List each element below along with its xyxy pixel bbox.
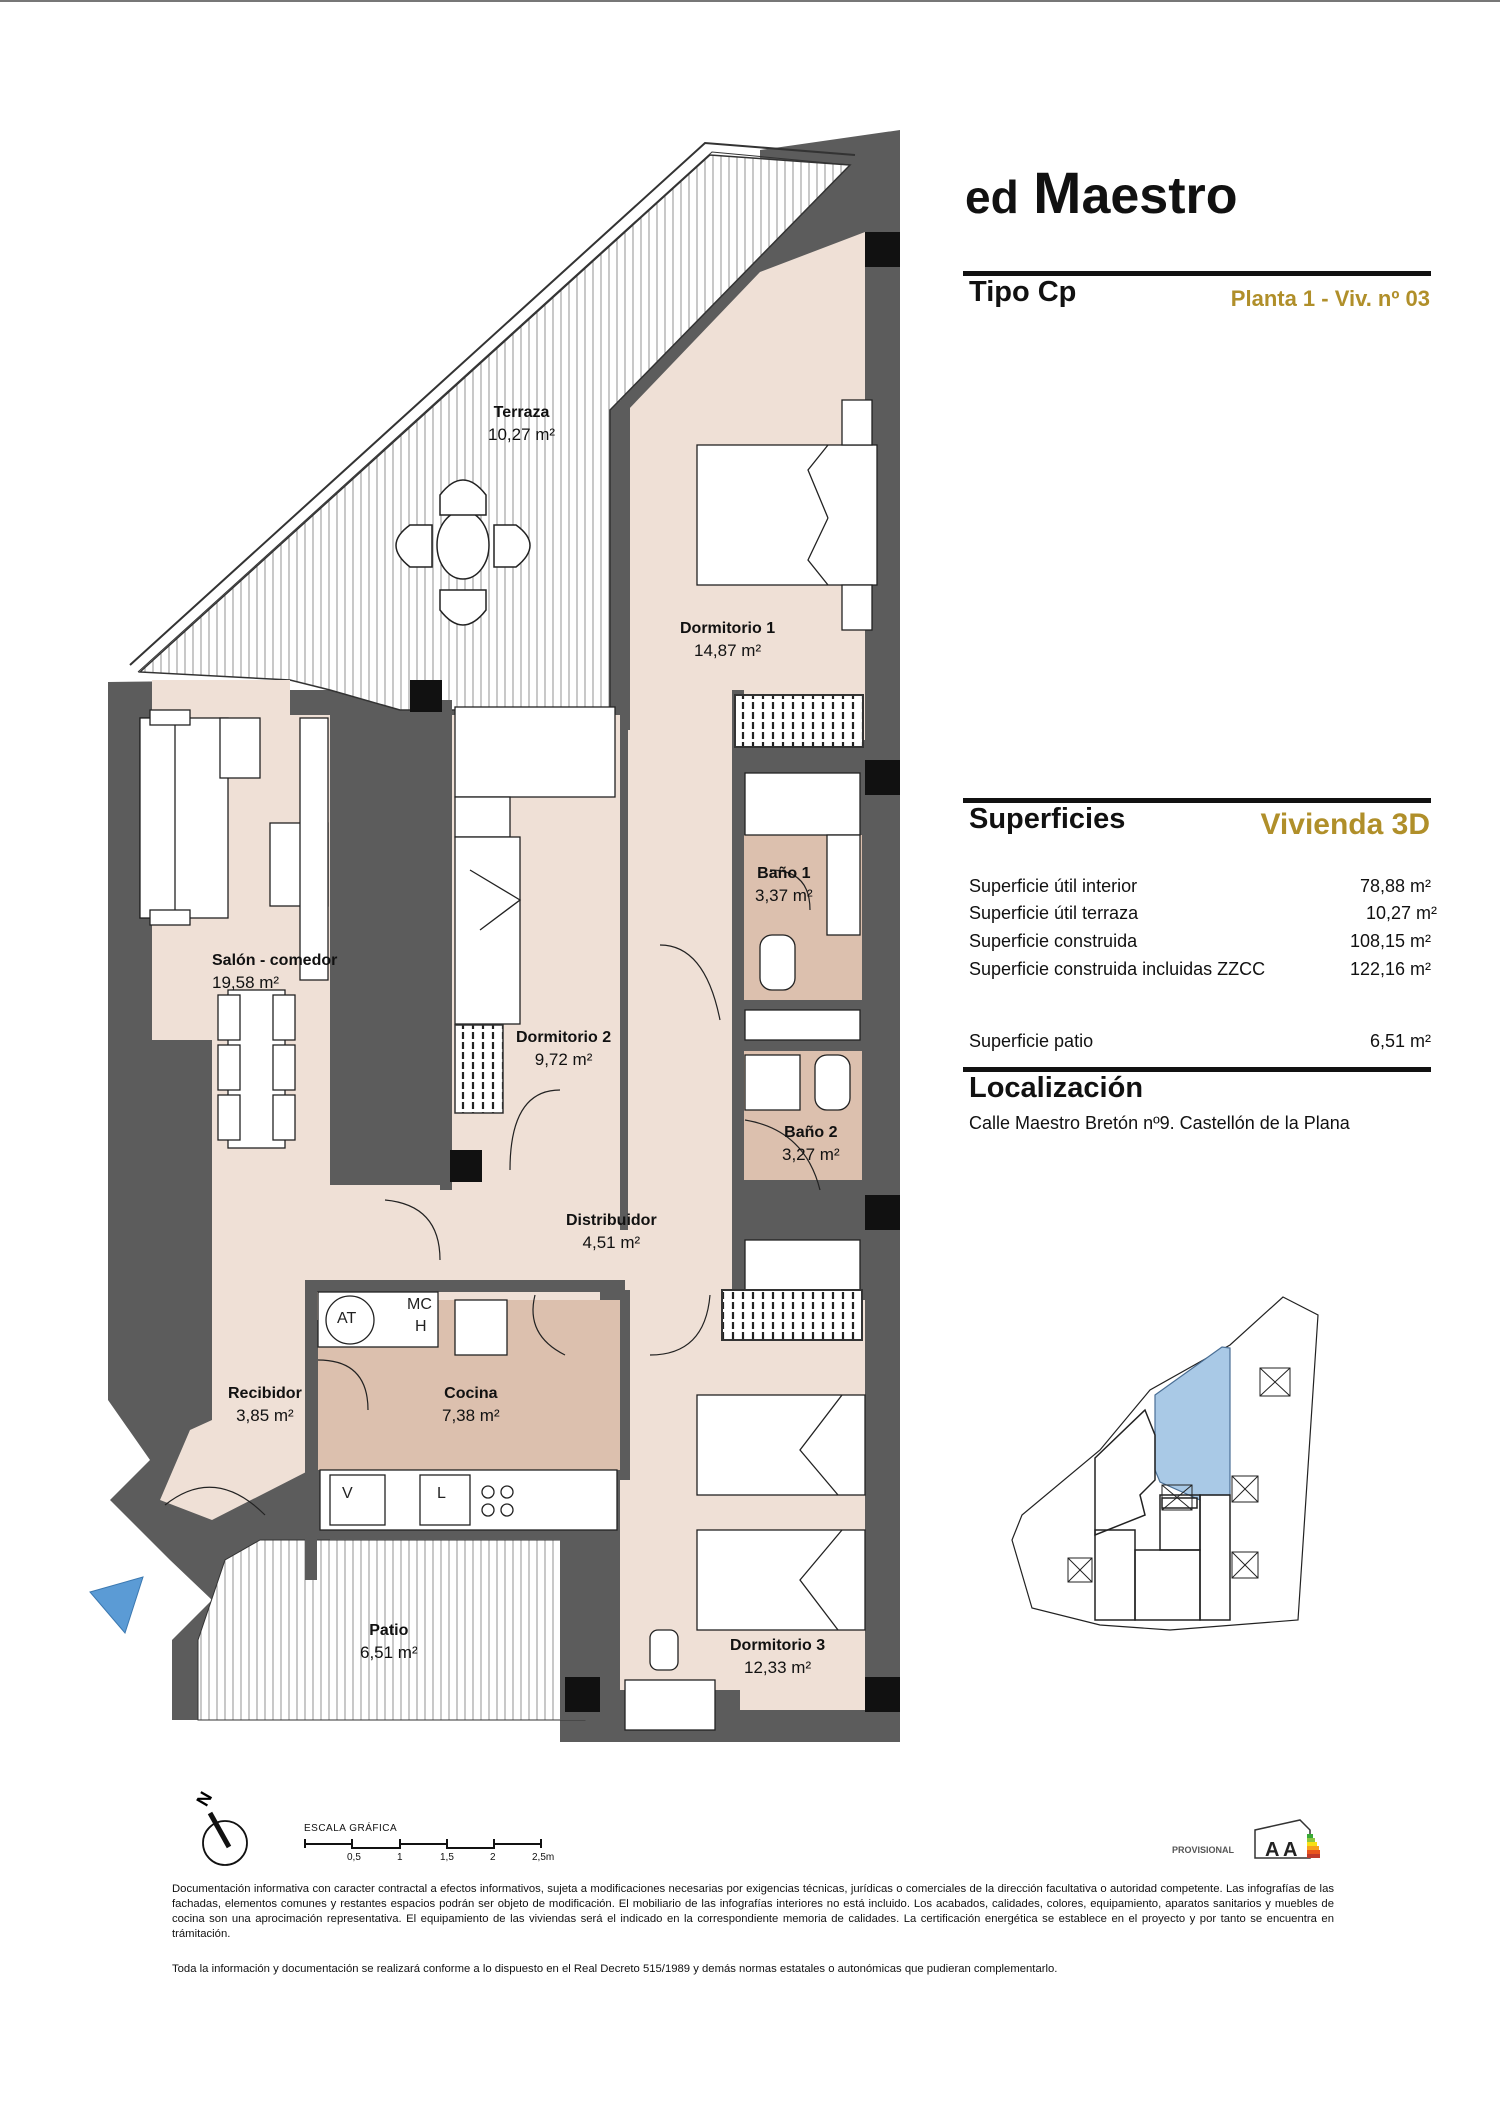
highlighted-unit <box>1154 1346 1231 1501</box>
svg-text:A: A <box>1283 1839 1297 1861</box>
floor-plan <box>89 130 900 1742</box>
sink-label-v: V <box>342 1485 353 1502</box>
scale-title: ESCALA GRÁFICA <box>304 1823 398 1834</box>
divider <box>963 1067 1431 1072</box>
bath-1-fixtures <box>744 772 861 1041</box>
disclaimer-text: Documentación informativa con caracter c… <box>172 1883 1334 1940</box>
entrance-marker <box>89 1576 144 1635</box>
washer-label-h: H <box>415 1318 427 1335</box>
north-arrow-icon: N <box>192 1788 248 1866</box>
legal-note: Toda la información y documentación se r… <box>172 1963 1058 1975</box>
scale-tick: 1,5 <box>440 1852 454 1863</box>
energy-certificate-icon: A A <box>1254 1819 1320 1861</box>
doors <box>164 869 821 1516</box>
scale-tick: 1 <box>397 1852 403 1863</box>
scale-bar <box>304 1839 542 1849</box>
terrace-table <box>395 479 531 626</box>
svg-text:N: N <box>192 1788 216 1809</box>
scale-tick: 2,5m <box>532 1852 555 1863</box>
dishwasher-label-l: L <box>437 1485 446 1502</box>
brand-logo: ed Maestro <box>965 161 1238 226</box>
key-plan <box>1011 1296 1319 1631</box>
wardrobe-dormitorio-1 <box>734 694 864 748</box>
sofa <box>139 709 261 926</box>
address: Calle Maestro Bretón nº9. Castellón de l… <box>969 1113 1350 1133</box>
water-heater-label: AT <box>337 1310 357 1327</box>
top-border <box>0 0 1500 2</box>
beds-dormitorio-3 <box>624 1394 866 1731</box>
vivienda-label: Vivienda 3D <box>1260 808 1430 841</box>
planta-label: Planta 1 - Viv. nº 03 <box>1230 286 1430 311</box>
scale-tick: 2 <box>490 1852 496 1863</box>
divider <box>963 271 1431 276</box>
localizacion-title: Localización <box>969 1072 1144 1104</box>
bed-dormitorio-2 <box>454 706 616 1025</box>
tipo-title: Tipo Cp <box>969 276 1077 308</box>
bath-2-fixtures <box>744 1054 861 1291</box>
washer-label-mc: MC <box>407 1296 432 1313</box>
svg-text:A: A <box>1265 1839 1279 1861</box>
scale-tick: 0,5 <box>347 1852 361 1863</box>
bed-dormitorio-1 <box>696 399 878 631</box>
kitchen-counters <box>317 1291 618 1531</box>
dining-table <box>217 989 296 1149</box>
superficies-title: Superficies <box>969 803 1126 835</box>
divider <box>963 798 1431 803</box>
energy-provisional-label: PROVISIONAL <box>1172 1845 1235 1855</box>
